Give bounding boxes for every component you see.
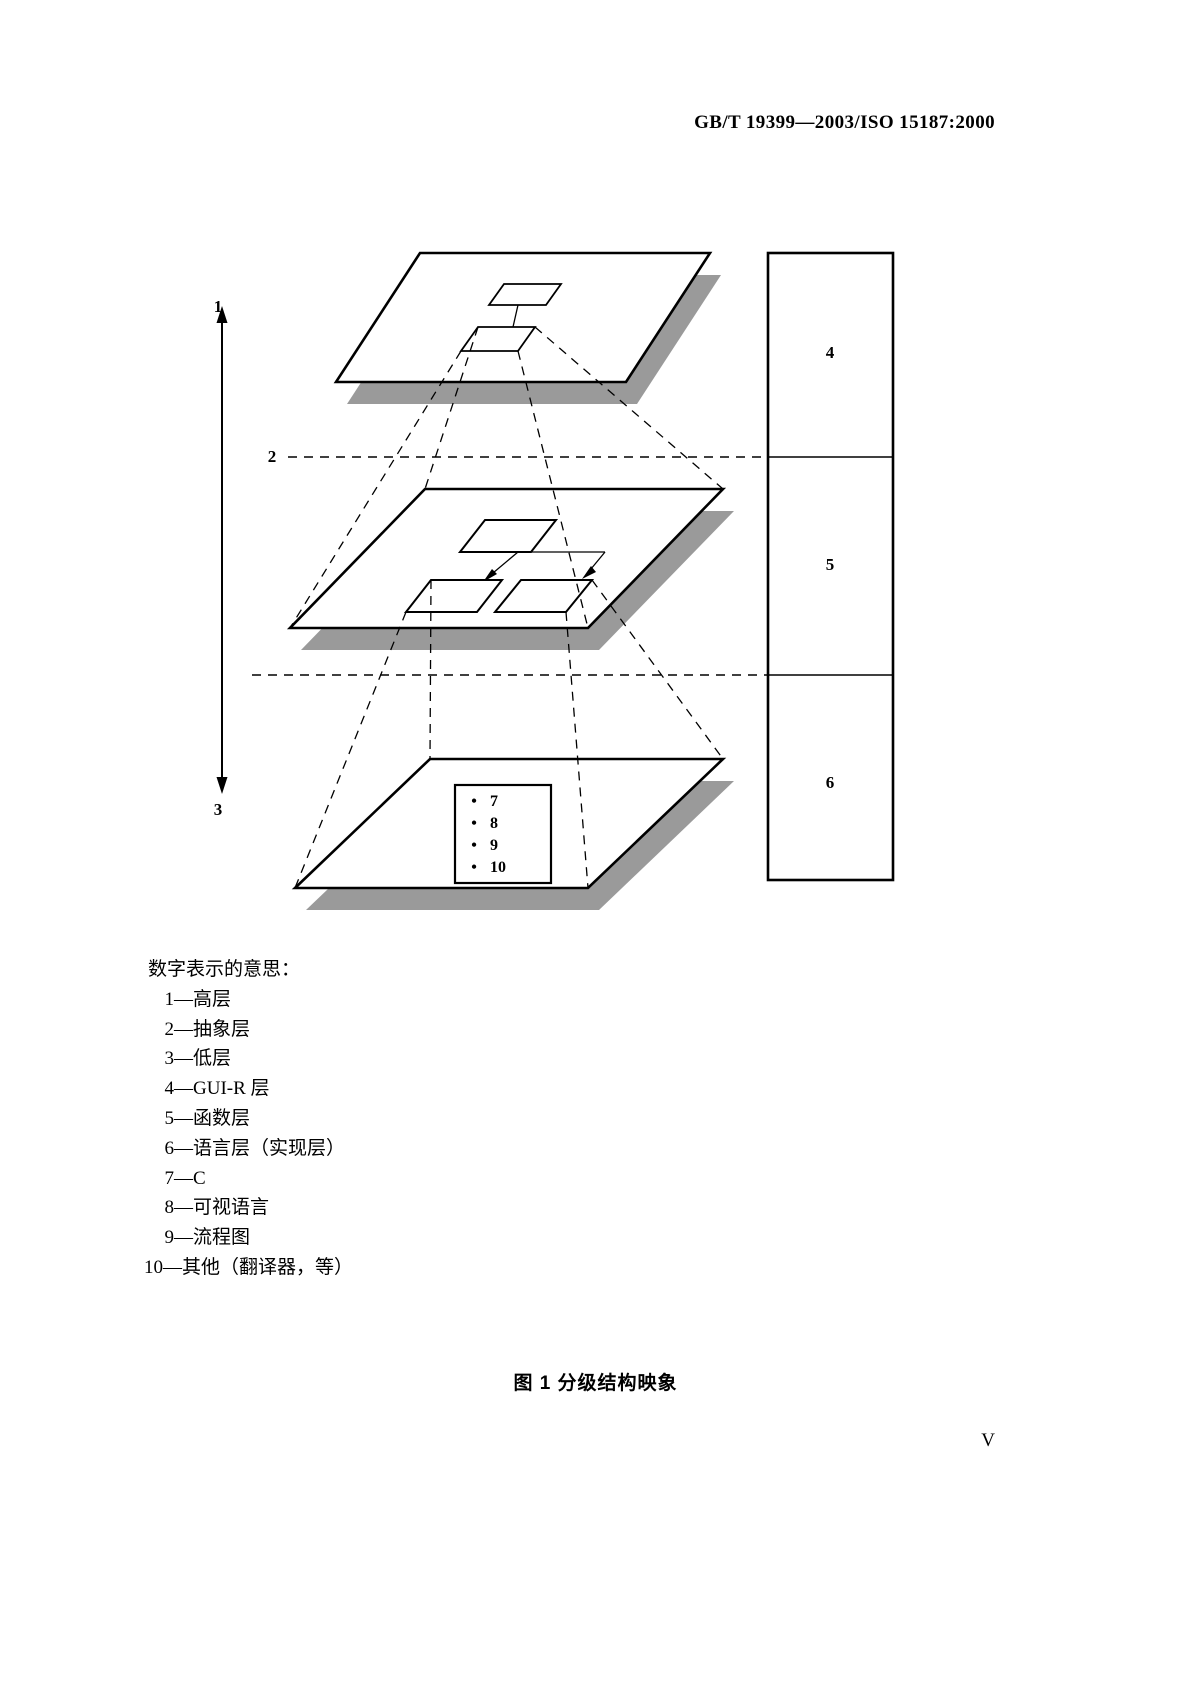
- layer-legend-column: [766, 251, 895, 882]
- legend-item-6-number: 6: [164, 1137, 175, 1159]
- legend-item-5-text: 函数层: [193, 1107, 251, 1129]
- legend-item-2: 2—抽象层: [148, 1015, 668, 1045]
- legend-item-8-dash: —: [174, 1197, 193, 1219]
- figure-caption: 图 1 分级结构映象: [513, 1373, 678, 1394]
- page-number: V: [981, 1430, 995, 1451]
- plane-top: [333, 251, 721, 404]
- column-segment-label-4: 4: [826, 343, 835, 362]
- legend-item-3-text: 低层: [193, 1048, 232, 1070]
- column-segment-label-6: 6: [826, 773, 835, 792]
- legend-item-6-dash: —: [174, 1137, 193, 1159]
- legend-item-4-text: GUI-R 层: [193, 1078, 270, 1100]
- legend-item-2-number: 2: [164, 1018, 175, 1040]
- axis-label-bottom: 3: [214, 800, 223, 819]
- legend-item-8-number: 8: [164, 1197, 175, 1219]
- legend-item-1-text: 高层: [193, 988, 232, 1010]
- legend-item-4-dash: —: [174, 1078, 193, 1100]
- legend-item-2-dash: —: [174, 1018, 193, 1040]
- top-plane-node-upper: [487, 283, 563, 306]
- legend-item-8-text: 可视语言: [193, 1197, 270, 1219]
- legend-item-8: 8—可视语言: [148, 1193, 668, 1223]
- figure-legend: 数字表示的意思： 1—高层 2—抽象层 3—低层 4—GUI-R 层 5—函数层…: [144, 955, 668, 1283]
- list-item-bullet-1: •: [471, 815, 477, 832]
- legend-item-3-number: 3: [164, 1048, 175, 1070]
- legend-item-6-text: 语言层（实现层）: [193, 1137, 346, 1159]
- list-item-bullet-3: •: [471, 859, 477, 876]
- plane-middle: [286, 487, 734, 650]
- legend-item-9-number: 9: [164, 1227, 175, 1249]
- legend-item-10-dash: —: [163, 1256, 182, 1278]
- projection-lines: [289, 326, 724, 889]
- list-item-bullet-2: •: [471, 837, 477, 854]
- bottom-plane-list: • 7 • 8 • 9 • 10: [471, 793, 506, 876]
- legend-title: 数字表示的意思：: [148, 959, 301, 980]
- legend-item-9-dash: —: [174, 1227, 193, 1249]
- legend-item-3-dash: —: [174, 1048, 193, 1070]
- legend-item-5-dash: —: [174, 1107, 193, 1129]
- middle-plane-arrow-right: [531, 551, 606, 579]
- legend-item-7-dash: —: [174, 1167, 193, 1189]
- legend-item-1: 1—高层: [148, 985, 668, 1015]
- list-item-label-0: 7: [490, 793, 498, 810]
- legend-item-5-number: 5: [164, 1107, 175, 1129]
- legend-item-7: 7—C: [148, 1164, 668, 1194]
- legend-item-1-dash: —: [174, 988, 193, 1010]
- vertical-axis-arrow: [216, 306, 228, 794]
- legend-item-2-text: 抽象层: [193, 1018, 251, 1040]
- legend-item-10: 10—其他（翻译器，等）: [144, 1253, 668, 1283]
- list-item-label-1: 8: [490, 815, 498, 832]
- list-item-bullet-0: •: [471, 793, 477, 810]
- legend-item-9: 9—流程图: [148, 1223, 668, 1253]
- legend-item-1-number: 1: [164, 988, 175, 1010]
- legend-item-6: 6—语言层（实现层）: [148, 1134, 668, 1164]
- axis-label-middle: 2: [268, 447, 277, 466]
- list-item-label-2: 9: [490, 837, 498, 854]
- column-segment-label-5: 5: [826, 555, 835, 574]
- legend-item-3: 3—低层: [148, 1044, 668, 1074]
- top-plane-node-connector: [512, 304, 519, 328]
- figure-diagram-svg: 1 3 2: [214, 251, 895, 910]
- middle-plane-node-bottom-left: [403, 579, 505, 613]
- legend-item-4-number: 4: [164, 1078, 175, 1100]
- figure-1-hierarchy-mapping: 1 3 2: [0, 180, 1191, 940]
- legend-item-7-number: 7: [164, 1167, 175, 1189]
- legend-item-10-text: 其他（翻译器，等）: [182, 1256, 354, 1278]
- legend-item-10-number: 10: [144, 1256, 163, 1278]
- axis-label-top: 1: [214, 297, 223, 316]
- legend-item-9-text: 流程图: [193, 1227, 251, 1249]
- legend-item-7-text: C: [193, 1167, 206, 1189]
- bottom-plane-list-box: [453, 783, 553, 885]
- middle-plane-arrow-left: [483, 551, 519, 582]
- legend-item-5: 5—函数层: [148, 1104, 668, 1134]
- page-header-standard-ref: GB/T 19399—2003/ISO 15187:2000: [694, 112, 995, 133]
- list-item-label-3: 10: [490, 859, 506, 876]
- legend-item-4: 4—GUI-R 层: [148, 1074, 668, 1104]
